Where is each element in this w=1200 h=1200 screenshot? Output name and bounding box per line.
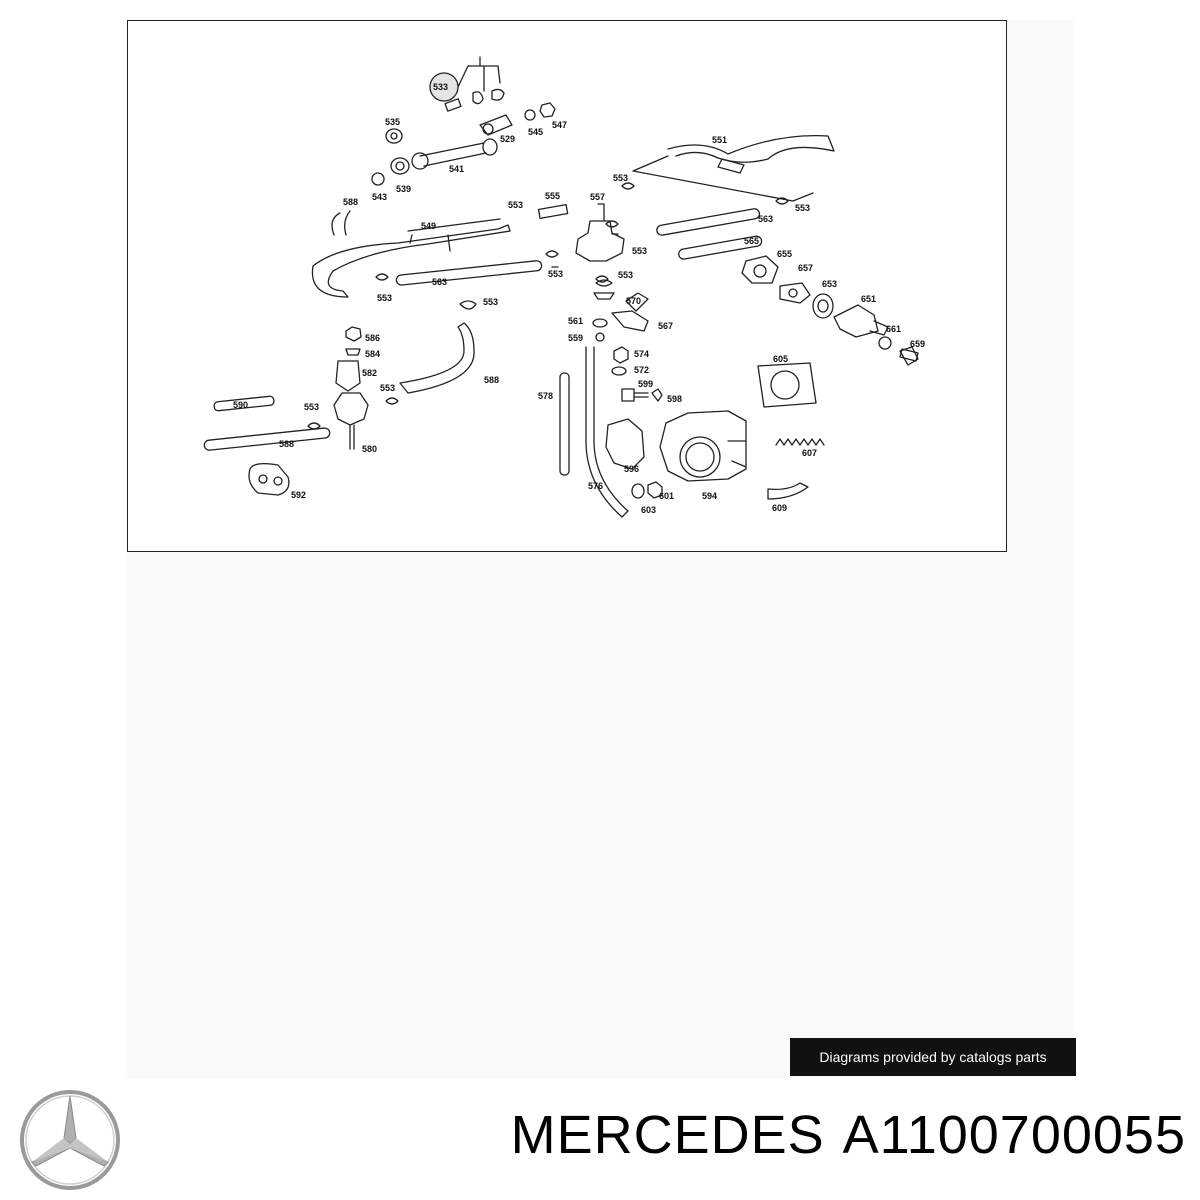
part-label-563: 563 bbox=[758, 214, 773, 224]
part-label-559: 559 bbox=[568, 333, 583, 343]
part-label-553: 553 bbox=[795, 203, 810, 213]
part-label-607: 607 bbox=[802, 448, 817, 458]
part-number: A1100700055 bbox=[842, 1105, 1186, 1165]
part-label-574: 574 bbox=[634, 349, 649, 359]
part-label-553: 553 bbox=[380, 383, 395, 393]
part-label-655: 655 bbox=[777, 249, 792, 259]
part-label-594: 594 bbox=[702, 491, 717, 501]
part-label-557: 557 bbox=[590, 192, 605, 202]
part-label-553: 553 bbox=[613, 173, 628, 183]
part-label-578: 578 bbox=[538, 391, 553, 401]
part-label-553: 553 bbox=[508, 200, 523, 210]
part-label-533: 533 bbox=[433, 82, 448, 92]
part-label-603: 603 bbox=[641, 505, 656, 515]
part-label-653: 653 bbox=[822, 279, 837, 289]
part-label-553: 553 bbox=[377, 293, 392, 303]
part-label-570: 570 bbox=[626, 296, 641, 306]
part-label-547: 547 bbox=[552, 120, 567, 130]
part-label-565: 565 bbox=[744, 236, 759, 246]
part-label-661: 661 bbox=[886, 324, 901, 334]
part-label-553: 553 bbox=[483, 297, 498, 307]
part-label-605: 605 bbox=[773, 354, 788, 364]
part-label-576: 576 bbox=[588, 481, 603, 491]
part-label-572: 572 bbox=[634, 365, 649, 375]
part-label-555: 555 bbox=[545, 191, 560, 201]
part-label-657: 657 bbox=[798, 263, 813, 273]
part-label-553: 553 bbox=[632, 246, 647, 256]
part-label-592: 592 bbox=[291, 490, 306, 500]
brand-name: MERCEDES bbox=[510, 1105, 825, 1165]
part-label-545: 545 bbox=[528, 127, 543, 137]
diagram-credit-badge: Diagrams provided by catalogs parts bbox=[790, 1038, 1076, 1076]
part-label-535: 535 bbox=[385, 117, 400, 127]
part-label-543: 543 bbox=[372, 192, 387, 202]
part-label-659: 659 bbox=[910, 339, 925, 349]
diagram-drawing: 533 535 529 545 547 541 539 543 551 588 … bbox=[203, 56, 925, 518]
part-label-588: 588 bbox=[279, 439, 294, 449]
part-label-596: 596 bbox=[624, 464, 639, 474]
product-title: MERCEDES A1100700055 bbox=[511, 1104, 1186, 1166]
part-label-598: 598 bbox=[667, 394, 682, 404]
part-label-651: 651 bbox=[861, 294, 876, 304]
part-label-553: 553 bbox=[548, 269, 563, 279]
part-label-551: 551 bbox=[712, 135, 727, 145]
part-label-588: 588 bbox=[343, 197, 358, 207]
part-label-567: 567 bbox=[658, 321, 673, 331]
part-label-553: 553 bbox=[304, 402, 319, 412]
part-label-590: 590 bbox=[233, 400, 248, 410]
part-label-588: 588 bbox=[484, 375, 499, 385]
part-label-582: 582 bbox=[362, 368, 377, 378]
diagram-credit-text: Diagrams provided by catalogs parts bbox=[819, 1049, 1047, 1065]
part-label-609: 609 bbox=[772, 503, 787, 513]
part-label-561: 561 bbox=[568, 316, 583, 326]
part-label-586: 586 bbox=[365, 333, 380, 343]
part-label-599: 599 bbox=[638, 379, 653, 389]
exploded-parts-diagram: 533 535 529 545 547 541 539 543 551 588 … bbox=[127, 20, 1007, 552]
part-label-563: 563 bbox=[432, 277, 447, 287]
part-label-549: 549 bbox=[421, 221, 436, 231]
part-label-580: 580 bbox=[362, 444, 377, 454]
part-label-541: 541 bbox=[449, 164, 464, 174]
part-label-529: 529 bbox=[500, 134, 515, 144]
part-label-601: 601 bbox=[659, 491, 674, 501]
part-label-553: 553 bbox=[618, 270, 633, 280]
part-label-539: 539 bbox=[396, 184, 411, 194]
part-label-584: 584 bbox=[365, 349, 380, 359]
mercedes-star-logo bbox=[20, 1090, 120, 1190]
